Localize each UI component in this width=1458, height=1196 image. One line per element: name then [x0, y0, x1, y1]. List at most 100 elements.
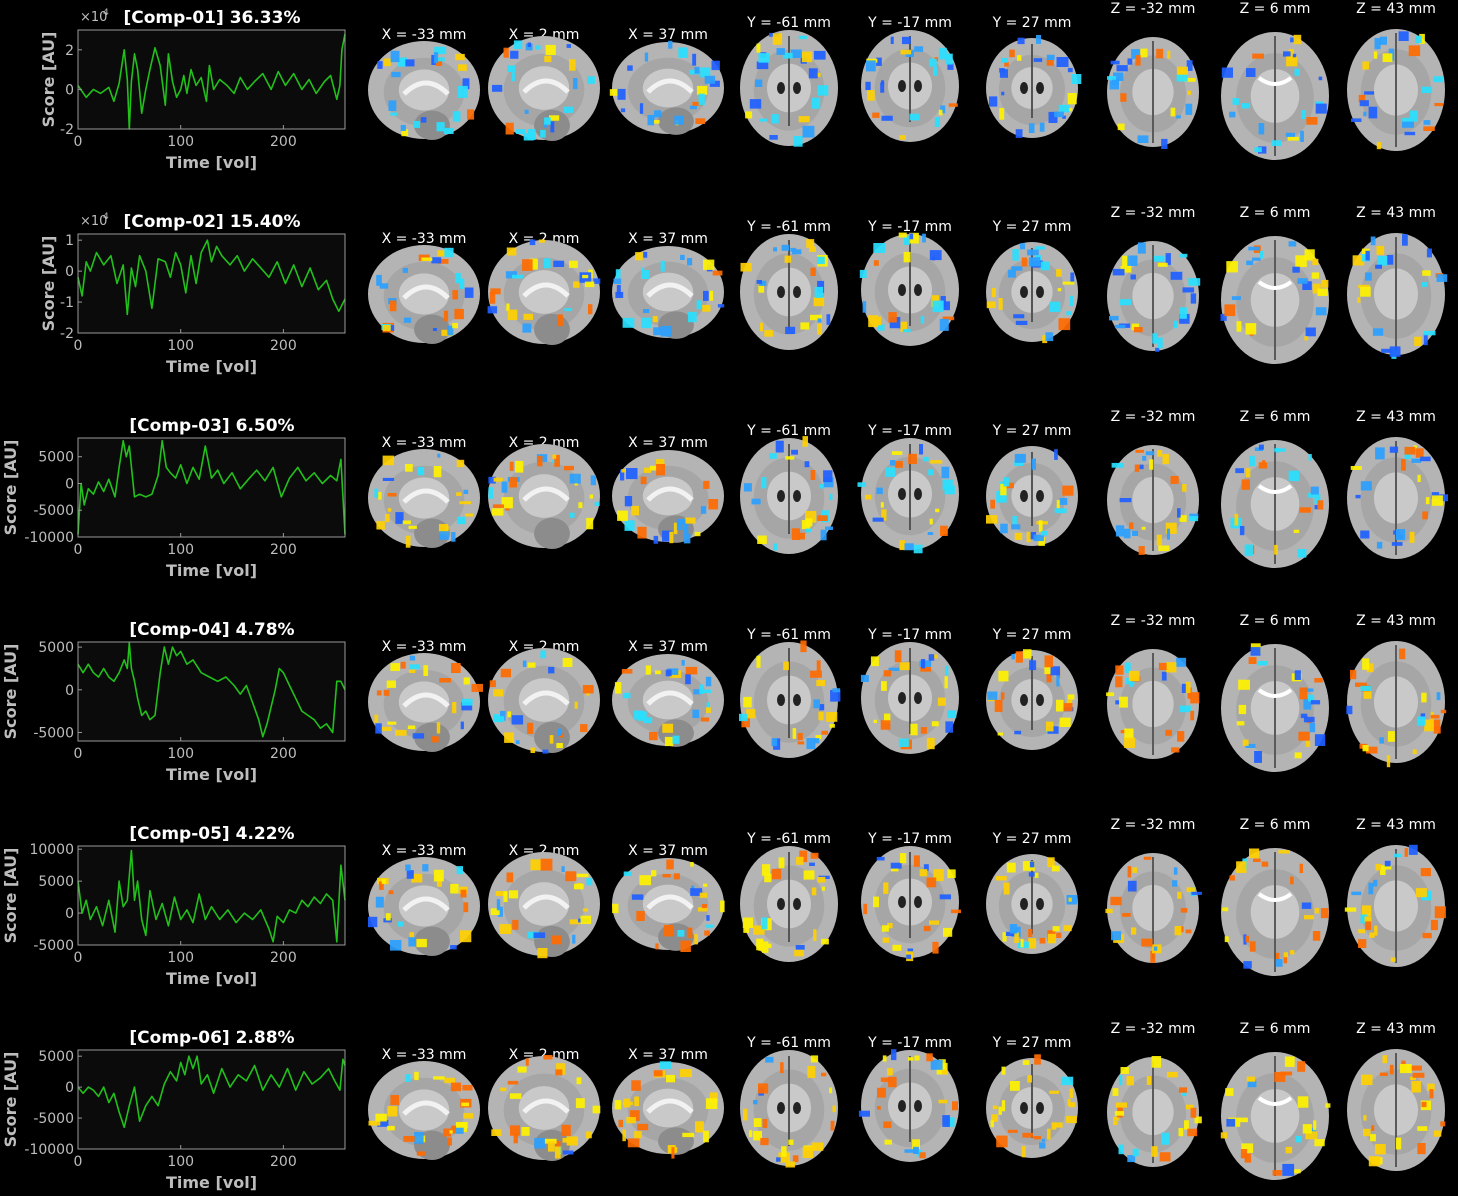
positive-activation	[1119, 696, 1128, 708]
positive-activation	[471, 683, 483, 692]
corpus-callosum	[522, 486, 570, 502]
positive-activation	[1185, 929, 1192, 934]
positive-activation	[1286, 56, 1298, 67]
brain-slice-sagittal: X = 37 mm	[609, 27, 724, 135]
negative-activation	[405, 59, 415, 67]
positive-activation	[1401, 459, 1406, 471]
positive-activation	[580, 724, 588, 733]
positive-activation	[547, 1141, 555, 1152]
brain-slice-coronal: Y = 27 mm	[986, 1035, 1078, 1158]
positive-activation	[506, 247, 517, 256]
negative-activation	[1271, 140, 1282, 146]
slice-label: Z = 6 mm	[1240, 1021, 1311, 1037]
slice-label: Z = 43 mm	[1356, 409, 1436, 425]
negative-activation	[862, 301, 867, 313]
positive-activation	[864, 494, 872, 500]
positive-activation	[756, 938, 764, 951]
positive-activation	[654, 670, 661, 675]
negative-activation	[1127, 58, 1133, 65]
negative-activation	[593, 278, 601, 284]
negative-activation	[1172, 880, 1178, 887]
positive-activation	[810, 670, 822, 678]
positive-activation	[416, 938, 427, 948]
brain-slice-sagittal: X = 37 mm	[612, 231, 725, 339]
negative-activation	[1301, 902, 1312, 909]
negative-activation	[1368, 106, 1378, 119]
negative-activation	[989, 96, 998, 107]
negative-activation	[1254, 751, 1262, 763]
positive-activation	[1375, 863, 1381, 871]
slice-label: Z = 6 mm	[1240, 1, 1311, 17]
negative-activation	[1127, 880, 1137, 892]
positive-activation	[888, 1076, 897, 1088]
positive-activation	[1430, 919, 1438, 931]
negative-activation	[773, 247, 777, 252]
negative-activation	[1056, 674, 1060, 687]
negative-activation	[923, 864, 929, 871]
positive-activation	[1110, 896, 1122, 906]
positive-activation	[1131, 927, 1137, 935]
positive-activation	[829, 1087, 833, 1094]
white-matter	[642, 680, 694, 720]
positive-activation	[1117, 123, 1125, 131]
positive-activation	[621, 469, 629, 473]
positive-activation	[919, 1152, 926, 1159]
slice-label: Z = 43 mm	[1356, 1021, 1436, 1037]
positive-activation	[887, 1068, 893, 1076]
positive-activation	[1069, 1088, 1073, 1099]
negative-activation	[653, 327, 662, 336]
positive-activation	[1368, 1156, 1381, 1167]
negative-activation	[942, 479, 953, 490]
slice-label: Z = 43 mm	[1356, 817, 1436, 833]
positive-activation	[1038, 520, 1043, 532]
negative-activation	[1260, 250, 1264, 259]
positive-activation	[996, 1135, 1008, 1148]
negative-activation	[1007, 269, 1016, 278]
positive-activation	[1399, 648, 1406, 660]
negative-activation	[823, 470, 833, 483]
positive-activation	[1404, 848, 1408, 857]
positive-activation	[407, 725, 416, 730]
positive-activation	[821, 938, 829, 945]
positive-activation	[942, 316, 955, 321]
x-tick-label: 100	[167, 1154, 194, 1170]
plot-area	[78, 1050, 345, 1149]
positive-activation	[753, 925, 765, 935]
negative-activation	[759, 118, 768, 122]
negative-activation	[1139, 464, 1144, 470]
negative-activation	[808, 68, 818, 79]
x-tick-label: 0	[74, 542, 83, 558]
positive-activation	[557, 314, 563, 327]
negative-activation	[1033, 58, 1043, 62]
positive-activation	[629, 1110, 640, 1121]
positive-activation	[390, 663, 400, 671]
positive-activation	[882, 1055, 887, 1062]
negative-activation	[553, 260, 565, 267]
negative-activation	[1308, 492, 1315, 498]
positive-activation	[544, 55, 552, 63]
negative-activation	[890, 460, 896, 466]
brain-slice-sagittal: X = 2 mm	[487, 231, 601, 346]
positive-activation	[701, 904, 707, 909]
negative-activation	[405, 1074, 411, 1082]
negative-activation	[1058, 104, 1070, 113]
positive-activation	[943, 927, 953, 937]
positive-activation	[1184, 77, 1196, 82]
positive-activation	[695, 118, 706, 124]
positive-activation	[1009, 49, 1015, 58]
positive-activation	[452, 702, 457, 714]
positive-activation	[1224, 936, 1229, 943]
positive-activation	[1297, 1096, 1309, 1108]
ventricle	[1036, 1102, 1044, 1114]
positive-activation	[388, 890, 394, 895]
positive-activation	[389, 300, 397, 312]
positive-activation	[1141, 526, 1146, 530]
positive-activation	[798, 116, 810, 123]
positive-activation	[1062, 703, 1073, 712]
positive-activation	[1128, 670, 1140, 681]
negative-activation	[1109, 315, 1119, 321]
negative-activation	[1109, 80, 1119, 90]
negative-activation	[1137, 242, 1146, 254]
negative-activation	[1132, 530, 1138, 536]
negative-activation	[1045, 332, 1054, 342]
